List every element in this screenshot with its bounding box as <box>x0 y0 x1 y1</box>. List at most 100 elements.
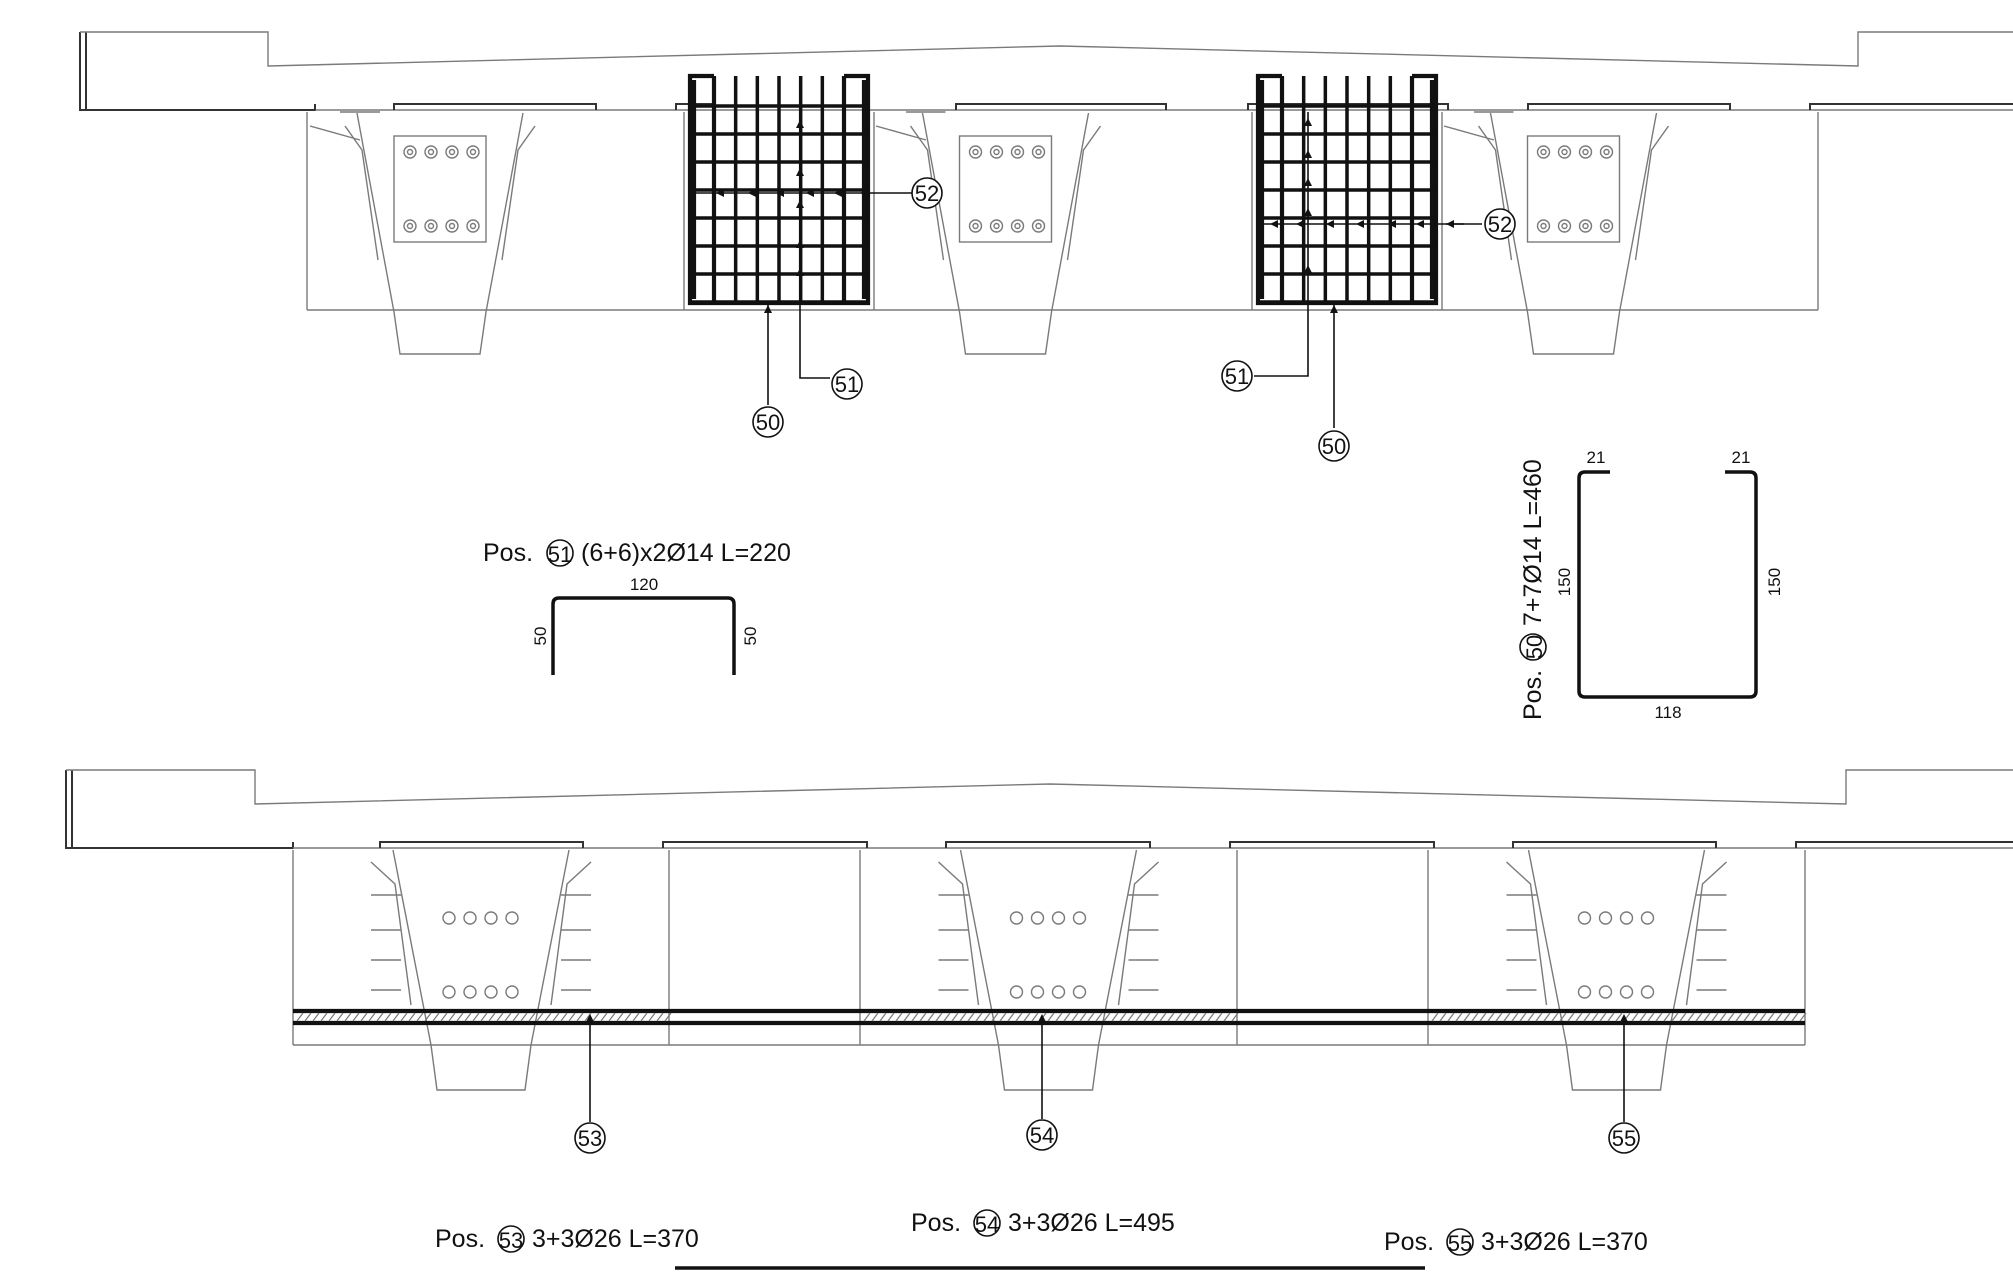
pos54-spec: 3+3Ø26 L=495 <box>1008 1209 1175 1237</box>
duct-hole <box>1072 911 1087 925</box>
anchor-bolt-inner <box>406 148 414 156</box>
pos50-dim-bottom: 118 <box>1654 703 1681 722</box>
callout-bottom-0-label: 53 <box>578 1126 602 1151</box>
anchor-bolt <box>1010 145 1025 159</box>
pos51-dim-left: 50 <box>531 627 550 646</box>
callout-bottom-2-circle <box>1608 1122 1640 1154</box>
tie-bar-hatch <box>360 1012 368 1022</box>
tie-bar-hatch <box>576 1012 584 1022</box>
tie-bar-hatch <box>1007 1012 1015 1022</box>
tie-bar-hatch <box>903 1012 911 1022</box>
pos51-spec: (6+6)x2Ø14 L=220 <box>581 539 791 567</box>
arrow-52b <box>1296 220 1304 228</box>
tie-bar-hatch <box>1711 1012 1719 1022</box>
duct-hole <box>1051 911 1066 925</box>
tie-bar-hatch <box>1759 1012 1767 1022</box>
callout-51b-circle <box>1221 360 1253 392</box>
tie-bar-hatch <box>1575 1012 1583 1022</box>
tie-bar-hatch <box>400 1012 408 1022</box>
tie-bar-hatch <box>552 1012 560 1022</box>
tie-bar-hatch <box>1159 1012 1167 1022</box>
top-deck-slab <box>79 31 2013 111</box>
duct-hole <box>1009 911 1024 925</box>
anchor-bolt <box>1599 219 1614 233</box>
anchor-bolt <box>424 145 438 159</box>
duct-hole <box>1640 985 1655 999</box>
tie-bar-hatch <box>408 1012 416 1022</box>
tie-bar-hatch <box>967 1012 975 1022</box>
tie-bar-hatch <box>1231 1012 1239 1022</box>
tie-bar-hatch <box>1047 1012 1055 1022</box>
tie-bar-hatch <box>448 1012 456 1022</box>
tie-bar-hatch <box>1119 1012 1127 1022</box>
tie-bar-hatch <box>464 1012 472 1022</box>
duct-hole <box>1030 985 1045 999</box>
arrow-bottom <box>1620 1014 1628 1022</box>
arrow-50b <box>1330 305 1338 313</box>
anchor-bolt-inner <box>406 222 414 230</box>
anchor-bolt-inner <box>469 148 477 156</box>
callout-bottom-1-label: 54 <box>1030 1123 1054 1148</box>
anchor-bolt-inner <box>1561 148 1568 156</box>
tie-bar-hatch <box>520 1012 528 1022</box>
pos50-dim-left: 150 <box>1555 568 1574 596</box>
arrow-52a <box>776 189 784 197</box>
anchor-bolt-inner <box>1014 148 1021 156</box>
pos54-label: Pos. 54 3+3Ø26 L=495 <box>911 1209 1175 1237</box>
pos53-number: 53 <box>499 1228 523 1253</box>
duct-hole <box>1598 911 1613 925</box>
tie-bar-hatch <box>1087 1012 1095 1022</box>
tie-bar-hatch <box>440 1012 448 1022</box>
pos51-marker-circle <box>546 539 574 567</box>
pos51-number: 51 <box>548 542 572 567</box>
top-crossbeam <box>306 112 1819 311</box>
girder-outline <box>392 849 570 1091</box>
tie-bar-hatch <box>1671 1012 1679 1022</box>
tie-bar-hatch <box>1079 1012 1087 1022</box>
tie-bar-hatch <box>1103 1012 1111 1022</box>
arrow-52a <box>806 189 814 197</box>
pos53-prefix: Pos. <box>435 1225 485 1253</box>
tie-bar-hatch <box>656 1012 664 1022</box>
tie-bar-hatch <box>1135 1012 1143 1022</box>
tie-bar-hatch <box>1031 1012 1039 1022</box>
anchor-bolt-inner <box>972 148 979 156</box>
tie-bar-hatch <box>536 1012 544 1022</box>
tie-bar-hatch <box>1439 1012 1447 1022</box>
callout-52a-label: 52 <box>915 181 939 206</box>
tie-bar-hatch <box>632 1012 640 1022</box>
arrow-52b <box>1388 220 1396 228</box>
pos53-spec: 3+3Ø26 L=370 <box>532 1225 699 1253</box>
anchor-bolt <box>466 145 480 159</box>
anchor-bolt <box>1031 145 1046 159</box>
tie-bar-hatch <box>879 1012 887 1022</box>
arrow-bottom <box>586 1014 594 1022</box>
tie-bar-hatch <box>1783 1012 1791 1022</box>
duct-hole <box>1640 911 1655 925</box>
duct-hole <box>442 911 456 925</box>
arrow-52b <box>1326 220 1334 228</box>
callout-50b-label: 50 <box>1322 434 1346 459</box>
tie-bar-hatch <box>1687 1012 1695 1022</box>
duct-hole <box>1619 985 1634 999</box>
tie-bar-hatch <box>528 1012 536 1022</box>
tie-bar-hatch <box>1799 1012 1807 1022</box>
tie-bar-hatch <box>887 1012 895 1022</box>
anchor-bolt-inner <box>1540 222 1547 230</box>
pos55-prefix: Pos. <box>1384 1228 1434 1256</box>
arrow-51b <box>1304 208 1312 216</box>
callout-52a-circle <box>911 177 943 209</box>
anchor-plate <box>958 135 1053 243</box>
anchor-bolt-inner <box>1603 148 1610 156</box>
duct-hole <box>1619 911 1634 925</box>
girder-haunch-right <box>1066 125 1102 261</box>
tie-bar-hatch <box>608 1012 616 1022</box>
tie-bar-hatch <box>328 1012 336 1022</box>
tie-bar-hatch <box>384 1012 392 1022</box>
tie-bar-hatch <box>1535 1012 1543 1022</box>
tie-bar-hatch <box>1791 1012 1799 1022</box>
girder-outline <box>1527 849 1706 1091</box>
girder-haunch-left <box>938 861 980 1006</box>
duct-hole <box>484 985 498 999</box>
tie-bar-hatch <box>544 1012 552 1022</box>
